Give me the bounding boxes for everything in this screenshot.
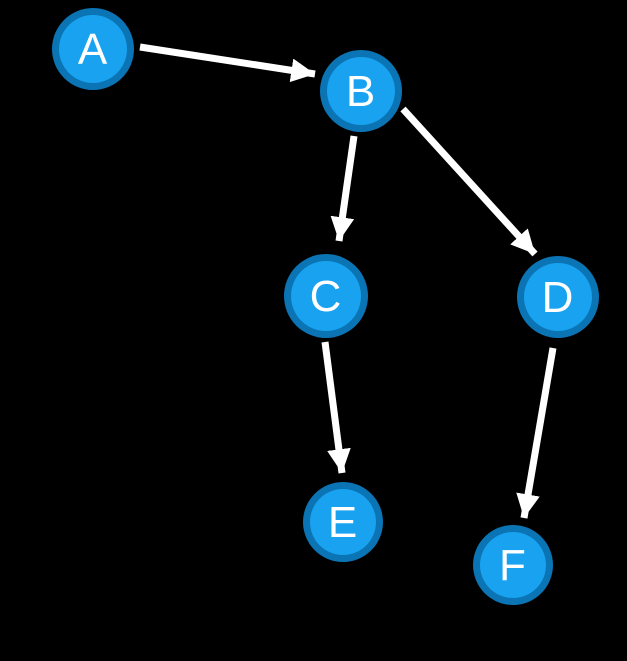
node-body: [291, 261, 361, 331]
edge-arrow-B-D: [400, 106, 538, 257]
node-label: B: [346, 67, 376, 116]
edge-arrow-C-E: [321, 341, 351, 474]
graph-node-C[interactable]: C: [284, 254, 368, 338]
graph-node-B[interactable]: B: [320, 50, 402, 132]
edge-arrow-D-F: [516, 347, 557, 519]
node-label: A: [78, 25, 108, 74]
graph-node-D[interactable]: D: [517, 256, 599, 338]
edge-arrow-B-C: [330, 135, 358, 242]
node-label: F: [499, 541, 527, 590]
node-body: [310, 489, 376, 555]
graph-node-F[interactable]: F: [473, 525, 553, 605]
graph-node-E[interactable]: E: [303, 482, 383, 562]
node-body: [480, 532, 546, 598]
node-label: D: [542, 273, 575, 322]
node-label: C: [310, 272, 343, 321]
node-body: [524, 263, 592, 331]
node-body: [327, 57, 395, 125]
node-label: E: [328, 498, 358, 547]
graph-node-A[interactable]: A: [52, 8, 134, 90]
node-body: [59, 15, 127, 83]
edge-arrow-A-B: [139, 43, 316, 83]
